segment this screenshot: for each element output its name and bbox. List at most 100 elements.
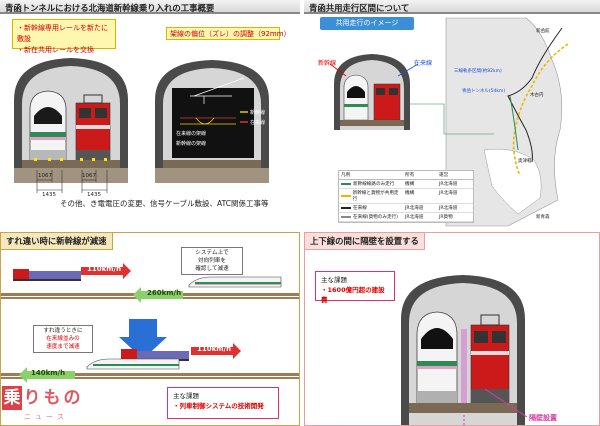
map-label-shin-aomori: 新青森 [536, 215, 550, 220]
freight-loco-front [470, 314, 510, 404]
callout-line-1: ・新幹線専用レールを新たに敷設 [17, 24, 108, 43]
legend-swatch [341, 207, 351, 209]
slowdown-diagram [1, 263, 299, 383]
panel-title: 青函共用走行区間について [304, 0, 600, 14]
watermark-char: り [23, 388, 41, 408]
catenary-detail-box [172, 88, 254, 158]
issue-body: ・1600億円超の建設費 [321, 286, 385, 304]
legend-cell: JR北海道 [439, 191, 458, 196]
watermark-logo-main: 乗 り も の [2, 386, 82, 410]
legend-table-row: 新幹線と貨物が共用走行 機構 JR北海道 [339, 189, 473, 204]
shinkansen-front-left [29, 90, 67, 161]
watermark-char: ニ [24, 413, 31, 421]
gauge-left-standard: 1435 [42, 192, 56, 198]
legend-cell: 在来線 [353, 206, 367, 211]
label-shinkansen-wire: 新幹線の架線 [176, 141, 207, 147]
panel-title: 青函トンネルにおける北海道新幹線乗り入れの工事概要 [0, 0, 300, 14]
label-shinkansen: 新幹線 [318, 60, 337, 67]
th-owner: 所有 [405, 173, 415, 178]
map-label-okutsugaru: 奥津軽 [518, 159, 532, 164]
partition-tunnel [401, 275, 528, 425]
callout-line: 確認して減速 [195, 266, 229, 272]
speed-110-lower: 110km/h [197, 345, 232, 353]
wall-label: 隔壁設置 [529, 414, 557, 422]
partition-wall [461, 329, 467, 409]
map-label-three-rail: 三線軌条区間(約82km) [454, 69, 502, 74]
legend-cell: 新幹線線路のみ走行 [353, 182, 395, 187]
panel-slowdown: すれ違い時に新幹線が減速 [0, 232, 300, 426]
issue-title: 主な課題 [321, 276, 347, 284]
legend-cell: JR北海道 [439, 182, 458, 187]
speed-140: 140km/h [31, 369, 66, 377]
watermark-char: ー [46, 413, 53, 421]
arrow-110-lower [191, 343, 241, 359]
legend-swatch [341, 216, 351, 218]
gauge-right-standard: 1435 [87, 192, 101, 198]
panel-title: すれ違い時に新幹線が減速 [1, 233, 113, 250]
legend-cell: 機構 [405, 191, 415, 196]
callout-line: すれ違うときに [43, 328, 83, 334]
site-watermark: 乗 り も の ニ ュ ー ス [2, 386, 122, 426]
watermark-char: も [43, 388, 61, 408]
other-works-note: その他、き電電圧の変更、信号ケーブル敷設、ATC関係工事等 [60, 199, 269, 208]
issue-title: 主な課題 [173, 392, 199, 400]
callout-line: 対向列車を [198, 258, 226, 264]
callout-speed-match: すれ違うときに 在来線並みの 速度まで減速 [33, 325, 93, 353]
map-and-tunnel [329, 17, 569, 227]
callout-system-confirm: システム上で 対向列車を 確認して減速 [181, 247, 243, 275]
issue-box: 主な課題 ・1600億円超の建設費 [315, 271, 395, 304]
legend-cell: JR北海道 [405, 215, 424, 220]
label-zairai-wire: 在来線の架線 [176, 131, 207, 137]
shinkansen-lower [86, 358, 180, 370]
route-zairai [507, 27, 563, 163]
callout-line: 速度まで減速 [46, 344, 80, 350]
panel-shared-section: 青函共用走行区間について 共用走行のイメージ 新幹線 在来線 新函館 木古内 青… [304, 0, 600, 228]
arrow-140 [19, 367, 75, 383]
issue-body: ・列車制御システムの技術開発 [173, 402, 264, 410]
legend-zairai: 在来線 [250, 120, 266, 126]
label-zairai: 在来線 [414, 60, 433, 67]
gauge-left-narrow: 1067 [38, 173, 52, 179]
legend-swatch [341, 195, 351, 197]
watermark-logo-sub: ニ ュ ー ス [24, 412, 64, 422]
shinkansen-upper [188, 276, 282, 288]
route-shinkansen [512, 43, 569, 177]
th-operator: 運営 [439, 173, 449, 178]
map-label-seikan-tunnel: 青函トンネル(54km) [462, 89, 506, 94]
callout-line-2: ・新在共用レールを交換 [17, 46, 94, 54]
legend-cell: 新幹線と貨物が共用走行 [352, 191, 399, 202]
map-label-shin-hakodate: 新函館 [536, 29, 550, 34]
issue-box: 主な課題 ・列車制御システムの技術開発 [167, 387, 279, 419]
arrow-260 [133, 287, 183, 303]
arrow-110-upper [81, 263, 131, 279]
legend-cell: JR北海道 [439, 206, 458, 211]
watermark-char: の [63, 388, 81, 408]
map-label-kikonai: 木古内 [530, 93, 544, 98]
catenary-legend [240, 111, 248, 123]
freight-train-upper [13, 269, 81, 281]
callout-rail-work: ・新幹線専用レールを新たに敷設 ・新在共用レールを交換 [12, 19, 116, 54]
speed-260: 260km/h [147, 289, 182, 297]
legend-swatch [341, 183, 351, 185]
legend-table-row: 新幹線線路のみ走行 機構 JR北海道 [339, 180, 473, 189]
legend-cell: 機構 [405, 182, 415, 187]
legend-shinkansen: 新幹線 [250, 110, 266, 116]
wall-pointer [484, 388, 528, 418]
watermark-char: 乗 [2, 386, 22, 410]
speed-110-upper: 110km/h [87, 265, 122, 273]
callout-line: システム上で [195, 250, 229, 256]
watermark-char: ュ [35, 413, 42, 421]
legend-cell: JR貨物 [439, 215, 453, 220]
tunnel-diagrams [14, 58, 269, 193]
panel-partition-wall: 上下線の間に隔壁を設置する 主な課題 ・1600億円超の建設費 隔壁設置 [304, 232, 600, 426]
freight-loco-front-left [75, 94, 111, 161]
watermark-char: ス [57, 413, 64, 421]
callout-catenary-adjust: 架線の偏位（ズレ）の調整（92mm） [166, 27, 291, 40]
panel-title: 上下線の間に隔壁を設置する [305, 233, 425, 250]
callout-line: 在来線並みの [46, 336, 80, 342]
panel-construction-overview: 青函トンネルにおける北海道新幹線乗り入れの工事概要 ・新幹線専用レールを新たに敷… [0, 0, 300, 218]
th-legend: 凡例 [341, 173, 351, 178]
